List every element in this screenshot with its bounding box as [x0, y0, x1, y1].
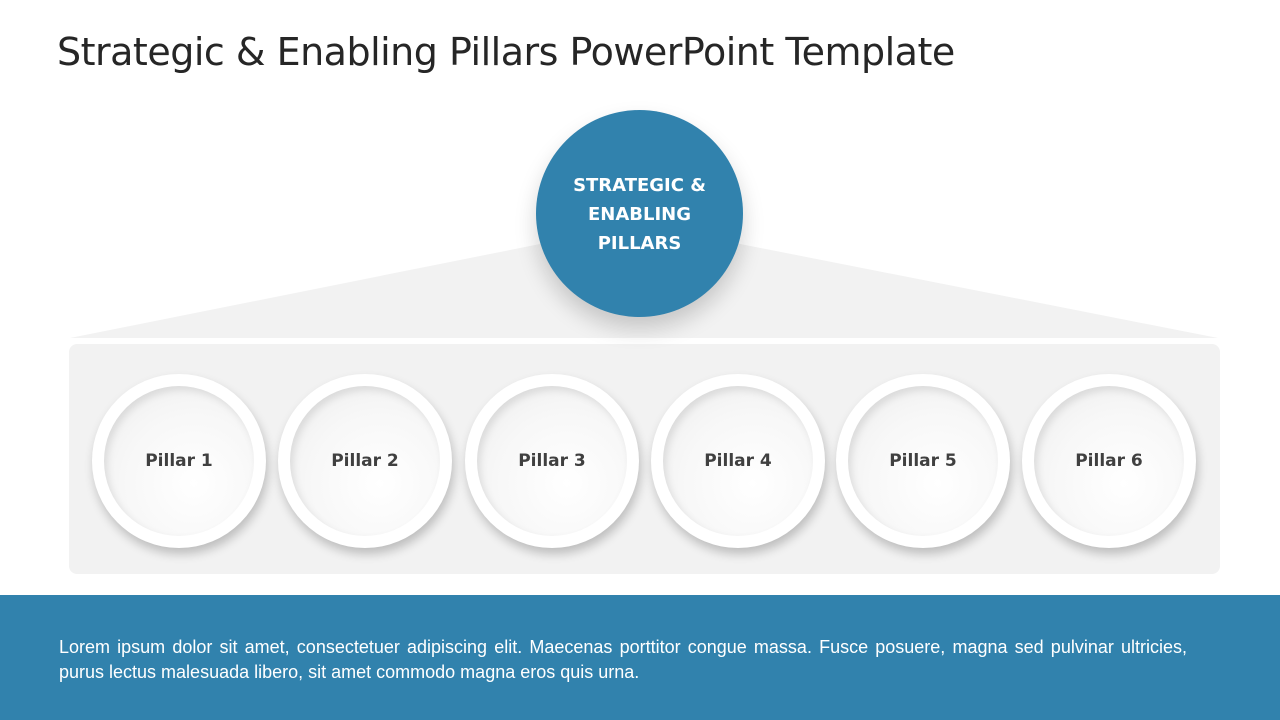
center-hub-circle: STRATEGIC & ENABLING PILLARS — [536, 110, 743, 317]
hub-label: STRATEGIC & ENABLING PILLARS — [573, 175, 706, 254]
pillar-label-2: Pillar 2 — [331, 451, 399, 471]
pillar-inner-5: Pillar 5 — [848, 386, 998, 536]
pillar-inner-2: Pillar 2 — [290, 386, 440, 536]
footer-text: Lorem ipsum dolor sit amet, consectetuer… — [59, 637, 1187, 682]
pillar-circle-4: Pillar 4 — [651, 374, 825, 548]
pillar-inner-1: Pillar 1 — [104, 386, 254, 536]
pillar-circle-1: Pillar 1 — [92, 374, 266, 548]
pillar-circle-6: Pillar 6 — [1022, 374, 1196, 548]
pillar-label-5: Pillar 5 — [889, 451, 957, 471]
pillar-label-4: Pillar 4 — [704, 451, 772, 471]
footer-band — [0, 595, 1280, 720]
pillar-circle-3: Pillar 3 — [465, 374, 639, 548]
pillar-circle-5: Pillar 5 — [836, 374, 1010, 548]
pillar-circle-2: Pillar 2 — [278, 374, 452, 548]
pillar-label-3: Pillar 3 — [518, 451, 586, 471]
pillar-inner-3: Pillar 3 — [477, 386, 627, 536]
pillar-label-1: Pillar 1 — [145, 451, 213, 471]
pillar-inner-6: Pillar 6 — [1034, 386, 1184, 536]
pillar-inner-4: Pillar 4 — [663, 386, 813, 536]
slide-title: Strategic & Enabling Pillars PowerPoint … — [57, 30, 955, 74]
pillar-label-6: Pillar 6 — [1075, 451, 1143, 471]
